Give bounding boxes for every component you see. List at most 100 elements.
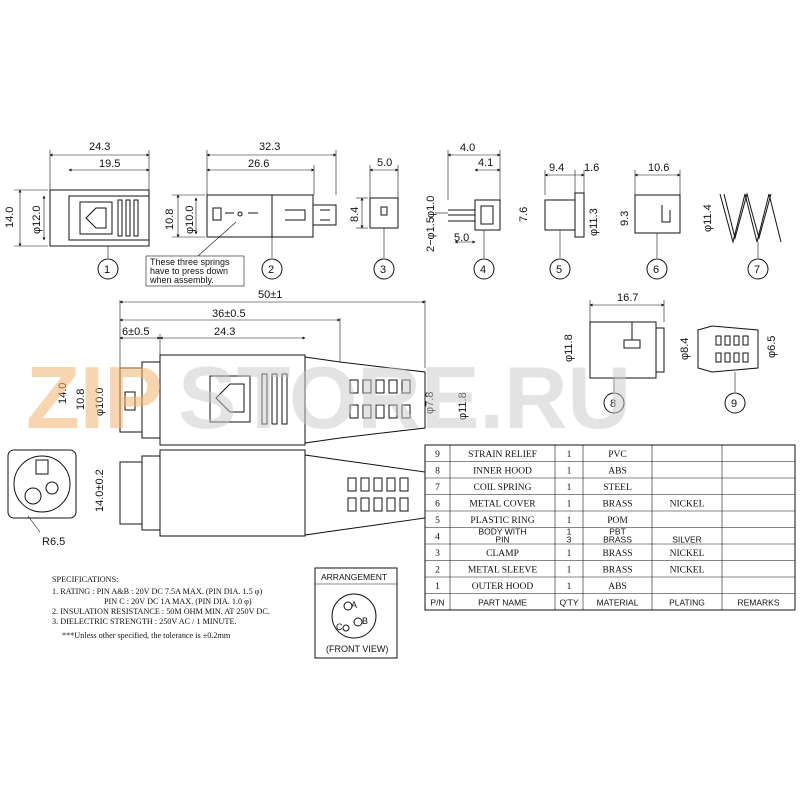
bom-cell-name: METAL SLEEVE: [468, 566, 538, 576]
dim-lower-height: 14.0±0.2: [94, 469, 106, 512]
bom-cell-material: BRASS: [602, 549, 632, 559]
callout-3: 3: [380, 264, 386, 276]
dim-p2-width2: 26.6: [248, 158, 269, 170]
bom-cell-material: POM: [607, 516, 628, 526]
bom-cell-name: METAL COVER: [469, 500, 536, 510]
dim-p1-height: 14.0: [4, 207, 16, 228]
part-5-plastic-ring: 9.4 1.6 7.6 φ11.3 5: [518, 162, 600, 280]
bom-header-cell: PLATING: [669, 598, 705, 608]
spec-note: ***Unless other specified, the tolerance…: [62, 631, 231, 640]
bom-header-cell: Q'TY: [559, 598, 578, 608]
bom-cell-pn: 3: [435, 549, 440, 559]
dim-p4-width2: 4.1: [478, 157, 493, 169]
dim-diameter-11-8: φ11.8: [457, 392, 469, 420]
bom-header-cell: PART NAME: [478, 598, 527, 608]
dim-p1-width2: 19.5: [99, 158, 120, 170]
bom-cell-pn: 2: [435, 566, 440, 576]
bom-cell-pn: 6: [435, 500, 440, 510]
note-line-3: when assembly.: [149, 275, 214, 285]
bom-cell-qty: 1: [567, 467, 572, 477]
dim-total-length: 50±1: [258, 289, 282, 301]
bom-cell-pn: 1: [435, 582, 440, 592]
bom-header-cell: P/N: [430, 598, 444, 608]
dim-p1-width: 24.3: [89, 141, 110, 153]
specifications: SPECIFICATIONS: 1. RATING : PIN A&B : 20…: [52, 575, 270, 640]
bom-cell-name: OUTER HOOD: [472, 582, 534, 592]
dim-p8-diameter: φ11.8: [563, 334, 575, 362]
spec-title: SPECIFICATIONS:: [52, 575, 118, 584]
dim-p4-d2: 2−φ1.5: [425, 217, 437, 252]
dim-p5-diameter: φ11.3: [588, 208, 600, 236]
part-2-metal-sleeve: 32.3 26.6 10.8 φ10.0 2 These three sprin…: [145, 141, 337, 287]
bom-cell-plating: NICKEL: [670, 549, 705, 559]
bom-cell-name: STRAIN RELIEF: [468, 450, 537, 460]
bom-cell-name: BODY WITH: [478, 527, 526, 537]
assembly-side-view: 50±1 36±0.5 6±0.5 24.3 14.0 10.8 φ10.0 φ…: [57, 289, 469, 446]
part-1-outer-hood: 24.3 19.5 14.0 φ12.0 1: [4, 141, 150, 280]
arrangement-box: ARRANGEMENT A B C (FRONT VIEW): [314, 567, 398, 659]
bom-cell-pn: 4: [435, 533, 440, 543]
bom-cell-name: PLASTIC RING: [470, 516, 534, 526]
callout-4: 4: [480, 264, 486, 276]
bom-cell-material: PVC: [608, 450, 626, 460]
dim-p8-width: 16.7: [617, 292, 638, 304]
bom-cell-plating2: SILVER: [672, 535, 702, 545]
bom-cell-material: ABS: [608, 582, 626, 592]
note-line-2: have to press down: [150, 266, 228, 276]
dim-p2-height: 10.8: [164, 209, 176, 230]
dim-radius: R6.5: [42, 536, 65, 548]
dim-p9-d2: φ6.5: [766, 336, 778, 358]
note-line-1: These three springs: [150, 257, 230, 267]
bom-cell-pn: 8: [435, 467, 440, 477]
pin-b-label: B: [362, 616, 368, 626]
bom-cell-plating: NICKEL: [670, 500, 705, 510]
front-end-view: R6.5: [7, 449, 77, 548]
spec-line-1: 1. RATING : PIN A&B : 20V DC 7.5A MAX. (…: [52, 587, 262, 596]
pin-c-label: C: [336, 622, 343, 632]
dim-length-36: 36±0.5: [212, 308, 246, 320]
callout-5: 5: [556, 264, 562, 276]
bom-cell-qty: 1: [567, 549, 572, 559]
bom-cell-material: BRASS: [602, 566, 632, 576]
dim-p6-width: 10.6: [648, 162, 669, 174]
assembly-lower-view: 14.0±0.2: [94, 449, 426, 537]
bom-cell-material2: BRASS: [603, 535, 632, 545]
bom-cell-plating: NICKEL: [670, 566, 705, 576]
arrangement-title: ARRANGEMENT: [321, 572, 387, 582]
dim-p5-height: 7.6: [518, 207, 530, 222]
watermark-zip: ZIP: [26, 348, 163, 447]
callout-7: 7: [754, 264, 760, 276]
dim-p4-width: 4.0: [460, 142, 475, 154]
part-9-strain-relief: φ8.4 φ6.5 9: [679, 325, 778, 414]
bom-cell-material: STEEL: [603, 483, 632, 493]
bom-cell-material: ABS: [608, 467, 626, 477]
bom-cell-qty: 1: [567, 483, 572, 493]
callout-6: 6: [653, 264, 659, 276]
dim-diameter-7-8: φ7.8: [424, 392, 436, 414]
bom-cell-qty: 1: [567, 527, 572, 537]
bom-cell-qty: 1: [567, 500, 572, 510]
bom-cell-qty: 1: [567, 582, 572, 592]
dim-p4-base: 5.0: [454, 232, 469, 244]
callout-2: 2: [268, 264, 274, 276]
dim-p4-d1: φ1.0: [425, 196, 437, 218]
dim-length-24: 24.3: [214, 326, 235, 338]
spec-line-4: 3. DIELECTRIC STRENGTH : 250V AC / 1 MIN…: [52, 617, 237, 626]
watermark: ZIP STORE.RU: [26, 348, 631, 447]
part-3-clamp: 5.0 8.4 3: [349, 157, 399, 280]
bom-cell-name: COIL SPRING: [474, 483, 532, 493]
bom-cell-name: CLAMP: [486, 549, 519, 559]
dim-p7-diameter: φ11.4: [702, 204, 714, 232]
bom-cell-name2: PIN: [495, 535, 509, 545]
dim-p2-diameter: φ10.0: [184, 205, 196, 234]
part-7-coil-spring: φ11.4 7: [702, 192, 782, 280]
watermark-store: STORE.RU: [178, 348, 631, 447]
dim-p9-d1: φ8.4: [679, 338, 691, 360]
callout-9: 9: [731, 398, 737, 410]
arrangement-caption: (FRONT VIEW): [326, 644, 388, 654]
callout-8: 8: [610, 398, 616, 410]
pin-a-label: A: [351, 600, 357, 610]
bom-cell-material: PBT: [609, 527, 626, 537]
